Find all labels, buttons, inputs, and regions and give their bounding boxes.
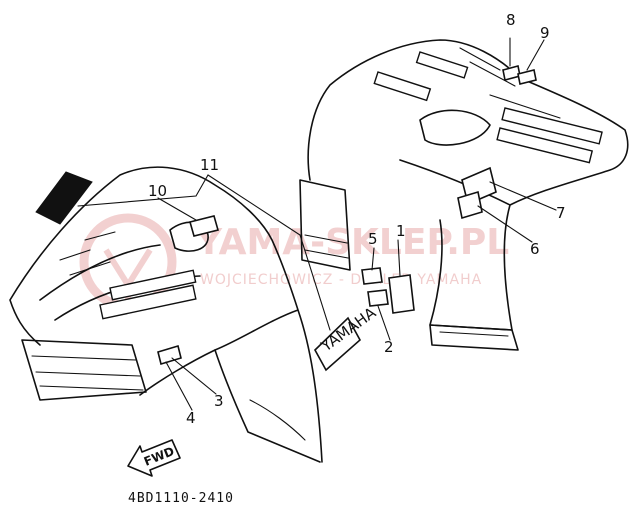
decal-6	[457, 190, 483, 220]
part-code: 4BD1110-2410	[128, 491, 234, 506]
leader-lines	[77, 37, 557, 411]
callout-7: 7	[556, 204, 566, 222]
callout-3: 3	[214, 392, 224, 410]
decal-8	[502, 65, 521, 81]
fwd-label: FWD	[142, 444, 176, 469]
callout-6: 6	[530, 240, 540, 258]
callout-8: 8	[506, 11, 516, 29]
decal-5	[361, 267, 383, 285]
callout-1: 1	[396, 222, 406, 240]
decal-1	[388, 274, 415, 314]
callout-numbers: 1 2 3 4 5 6 7 8 9 10 11	[148, 11, 566, 427]
decal-3	[157, 344, 182, 366]
watermark-brand: YAMA-SKLEP.PL	[195, 222, 509, 263]
rear-fender	[299, 39, 629, 351]
decal-9	[517, 69, 537, 85]
decal-2	[367, 289, 389, 307]
callout-11: 11	[200, 156, 219, 174]
callout-5: 5	[368, 230, 378, 248]
decal-11	[35, 171, 93, 225]
front-fender	[9, 166, 323, 463]
callout-10: 10	[148, 182, 167, 200]
fwd-arrow-icon: FWD	[127, 439, 181, 477]
callout-2: 2	[384, 338, 394, 356]
callout-9: 9	[540, 24, 550, 42]
decal-10	[189, 215, 219, 237]
callout-4: 4	[186, 409, 196, 427]
